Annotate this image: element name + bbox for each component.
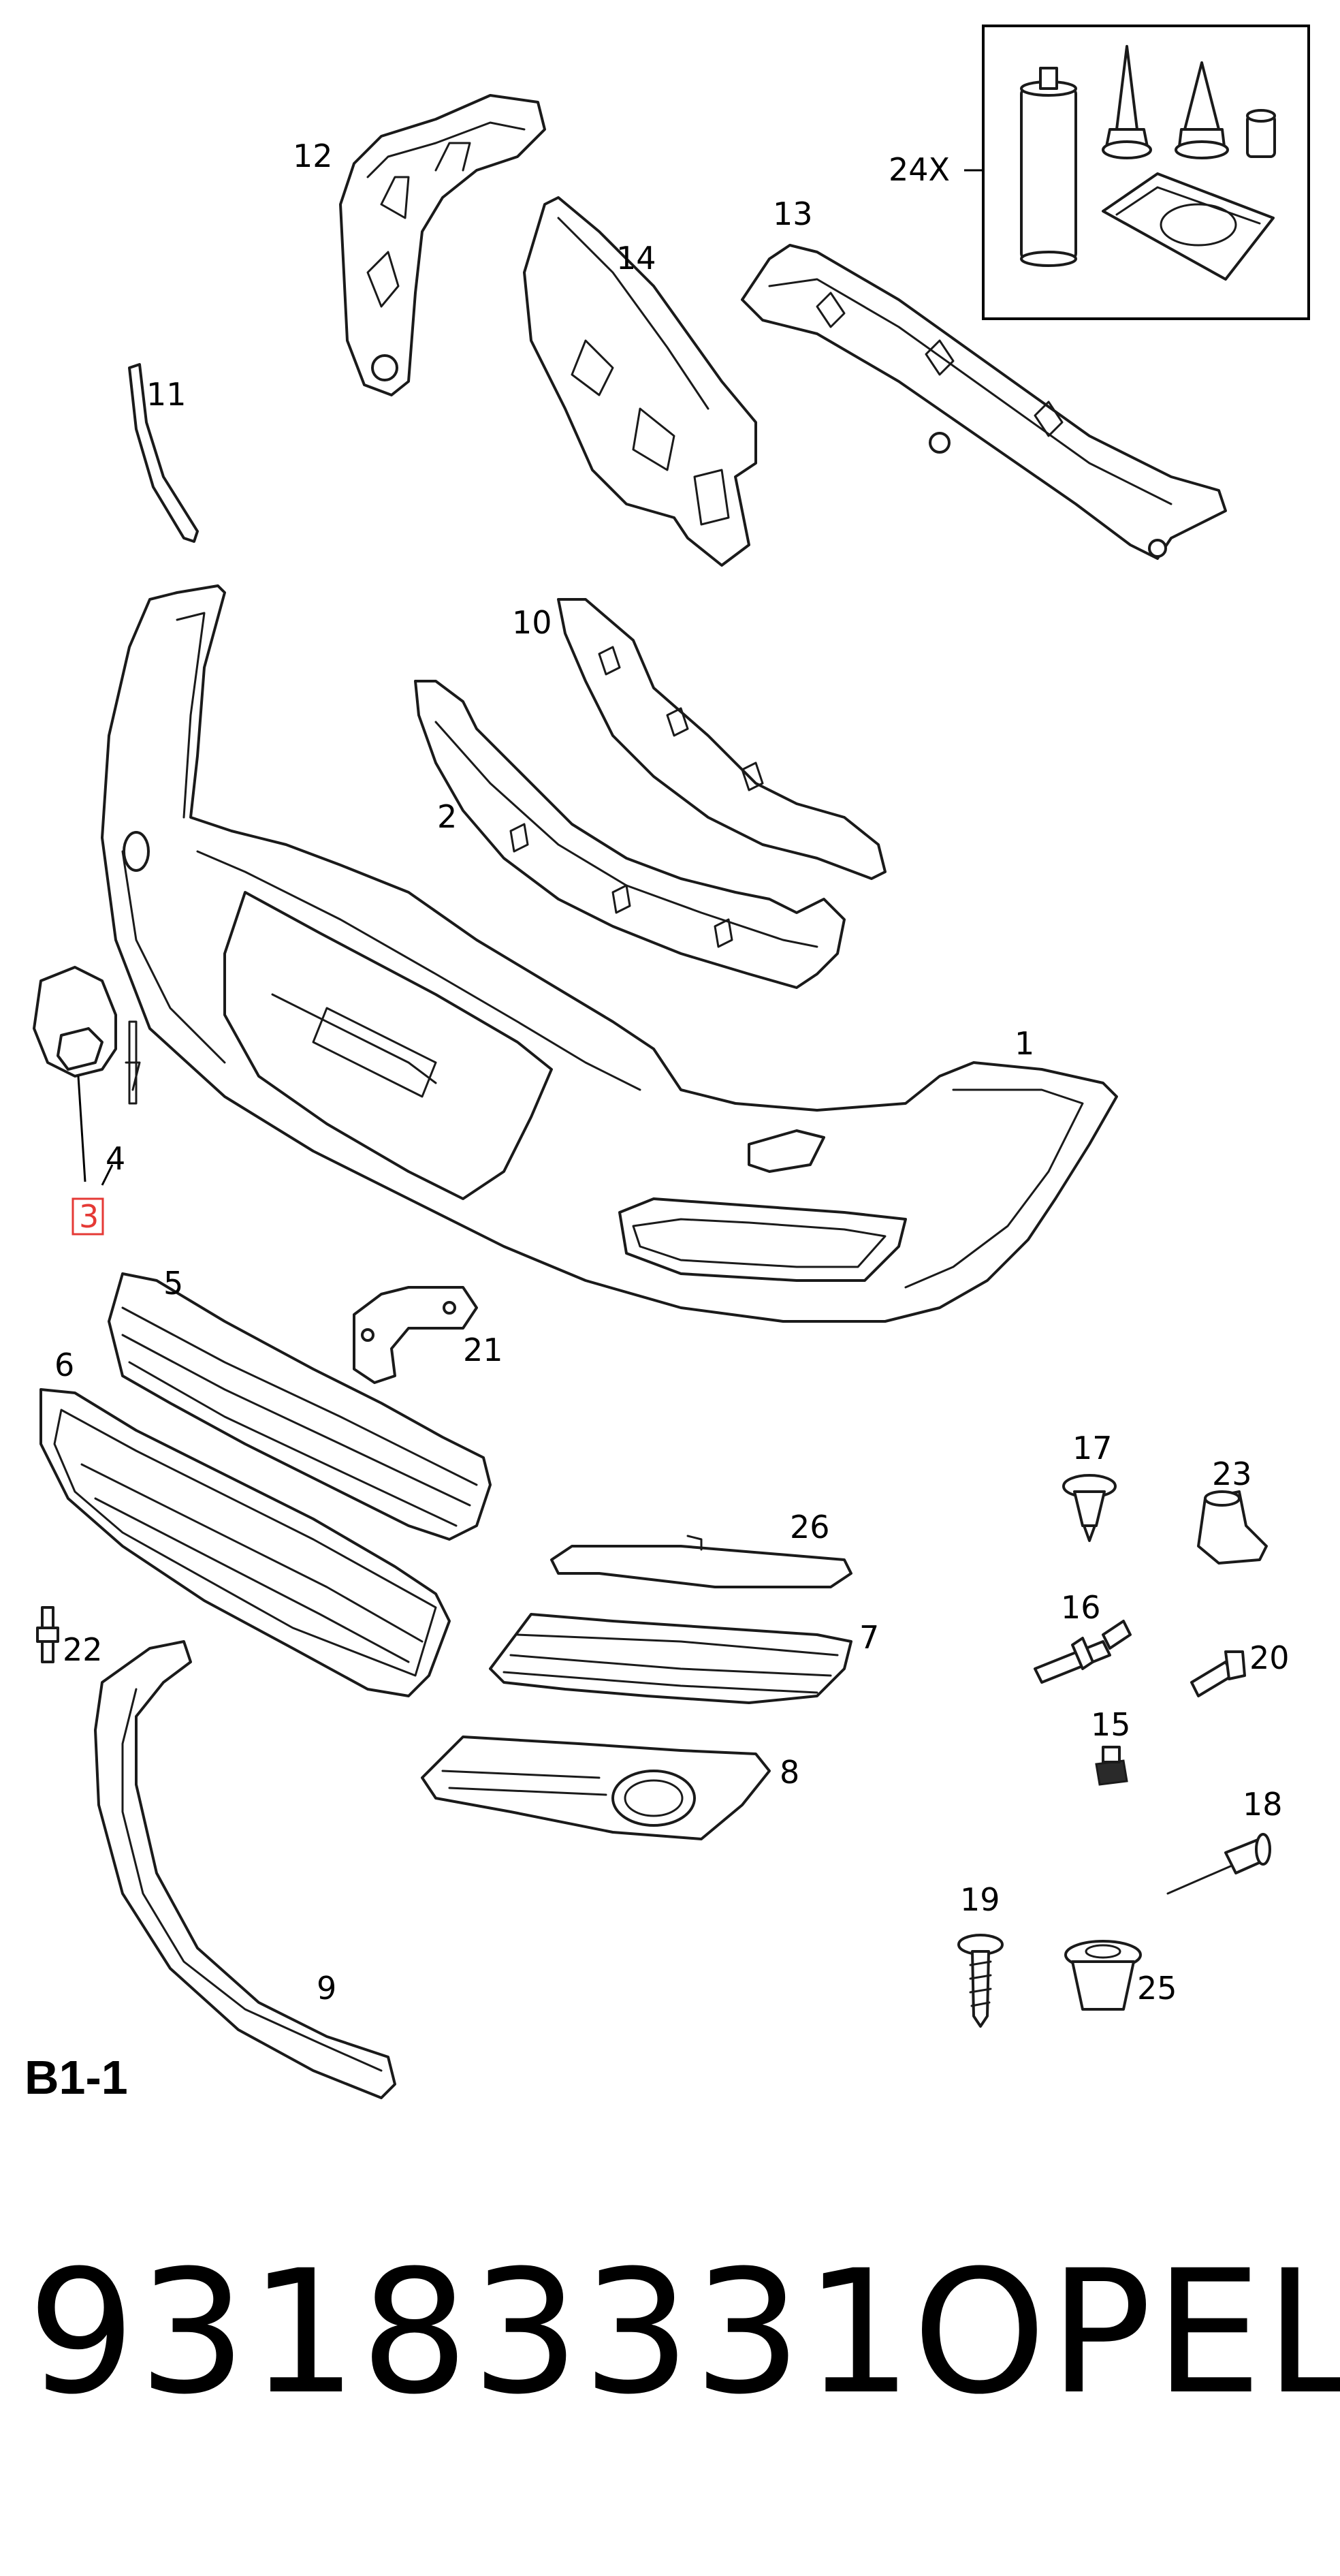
callout-22: 22 xyxy=(63,1631,103,1668)
callout-8: 8 xyxy=(780,1754,799,1791)
part-21-bracket xyxy=(353,1286,478,1384)
sealant-tube xyxy=(1020,67,1077,267)
part-20-bolt xyxy=(1190,1650,1246,1697)
part-1-bumper xyxy=(101,584,1118,1323)
part-26-strip xyxy=(550,1535,852,1588)
leader-3 xyxy=(77,1075,86,1182)
kit-24x-group xyxy=(964,25,1310,320)
part-14-absorber xyxy=(523,196,757,567)
callout-24x: 24X xyxy=(889,151,950,188)
brand-name: OPEL xyxy=(912,2233,1340,2432)
part-5-grille xyxy=(108,1272,492,1541)
wipe-packet xyxy=(1102,172,1275,281)
callout-14: 14 xyxy=(616,240,656,277)
callout-1: 1 xyxy=(1015,1025,1034,1062)
callout-13: 13 xyxy=(773,195,813,232)
callout-17: 17 xyxy=(1072,1430,1113,1466)
part-2-carrier xyxy=(414,680,846,989)
part-19-screw xyxy=(957,1934,1004,2028)
exploded-parts-diagram: 1 2 3 4 5 6 7 8 9 10 11 12 13 14 15 16 1… xyxy=(33,25,1310,2099)
part-23-nut xyxy=(1197,1490,1268,1565)
callout-26: 26 xyxy=(790,1509,830,1545)
part-4-clip xyxy=(125,1020,141,1105)
part-12-bracket xyxy=(339,94,546,396)
nozzle-2 xyxy=(1175,61,1229,159)
kit-box-frame xyxy=(982,25,1310,320)
part-9-spoiler xyxy=(94,1640,396,2099)
callout-3-highlight xyxy=(71,1197,104,1236)
callout-19: 19 xyxy=(960,1881,1000,1918)
part-6-grille-frame xyxy=(39,1388,451,1697)
callout-15: 15 xyxy=(1091,1706,1131,1743)
callout-10: 10 xyxy=(512,604,552,641)
callout-3: 3 xyxy=(79,1198,99,1235)
callout-25: 25 xyxy=(1137,1970,1177,2007)
part-10-carrier xyxy=(557,598,887,880)
part-15-nut xyxy=(1095,1746,1128,1786)
callout-2: 2 xyxy=(437,798,457,835)
callout-6: 6 xyxy=(54,1347,74,1383)
part-11-strip xyxy=(128,363,199,543)
part-number: 93183331 xyxy=(27,2233,916,2432)
part-17-clip xyxy=(1062,1474,1117,1542)
callout-4: 4 xyxy=(106,1140,125,1177)
part-7-grille xyxy=(489,1613,852,1704)
callout-9: 9 xyxy=(317,1970,336,2007)
callout-16: 16 xyxy=(1061,1589,1101,1626)
figure-code-label: B1-1 xyxy=(25,2051,128,2104)
part-18-rivet xyxy=(1166,1833,1271,1895)
part-3-tow-cover xyxy=(33,966,117,1078)
part-16-bolt xyxy=(1034,1620,1132,1684)
callout-12: 12 xyxy=(293,138,333,174)
part-8-fog-grille xyxy=(421,1735,771,1840)
callout-11: 11 xyxy=(146,376,187,413)
callout-5: 5 xyxy=(163,1265,183,1302)
nozzle-1 xyxy=(1102,45,1152,159)
callout-21: 21 xyxy=(463,1332,503,1368)
callout-7: 7 xyxy=(859,1619,879,1656)
part-25-clip xyxy=(1064,1940,1142,2011)
cap xyxy=(1246,109,1276,158)
leader-4 xyxy=(101,1164,114,1186)
callout-20: 20 xyxy=(1249,1639,1290,1676)
part-13-beam xyxy=(741,244,1227,560)
callout-23: 23 xyxy=(1212,1456,1252,1492)
callout-18: 18 xyxy=(1243,1786,1283,1823)
part-22-pin xyxy=(36,1606,59,1663)
